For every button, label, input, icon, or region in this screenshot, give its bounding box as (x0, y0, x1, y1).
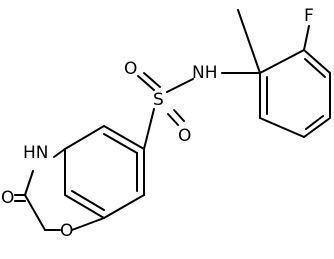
s-o-top-bond-a (137, 75, 155, 91)
sulfur-atom-label: S (153, 90, 164, 110)
methyl-bond (237, 9, 261, 74)
oxazinone-ring (24, 148, 105, 231)
sulfonyl-oxygen-bottom-label: O (178, 126, 191, 146)
s-o-bottom-bond-a (173, 109, 185, 122)
c-f-bond (303, 25, 310, 51)
fluoromethylphenyl-ring (259, 49, 331, 138)
fluorine-atom-label: F (304, 6, 314, 26)
carbonyl-oxygen-label: O (1, 188, 14, 208)
sulfonyl-oxygen-top-label: O (124, 59, 137, 79)
s-o-bottom-bond-b (167, 113, 179, 126)
s-o-top-bond-b (143, 72, 161, 88)
lactam-hn-label: HN (23, 143, 49, 163)
s-aryl-bond (143, 108, 155, 150)
amide-nh-label: NH (192, 63, 218, 83)
ring-oxygen-label: O (60, 221, 73, 241)
benzoxazinone-benzene-ring (64, 125, 145, 219)
s-n-bond (166, 78, 194, 93)
